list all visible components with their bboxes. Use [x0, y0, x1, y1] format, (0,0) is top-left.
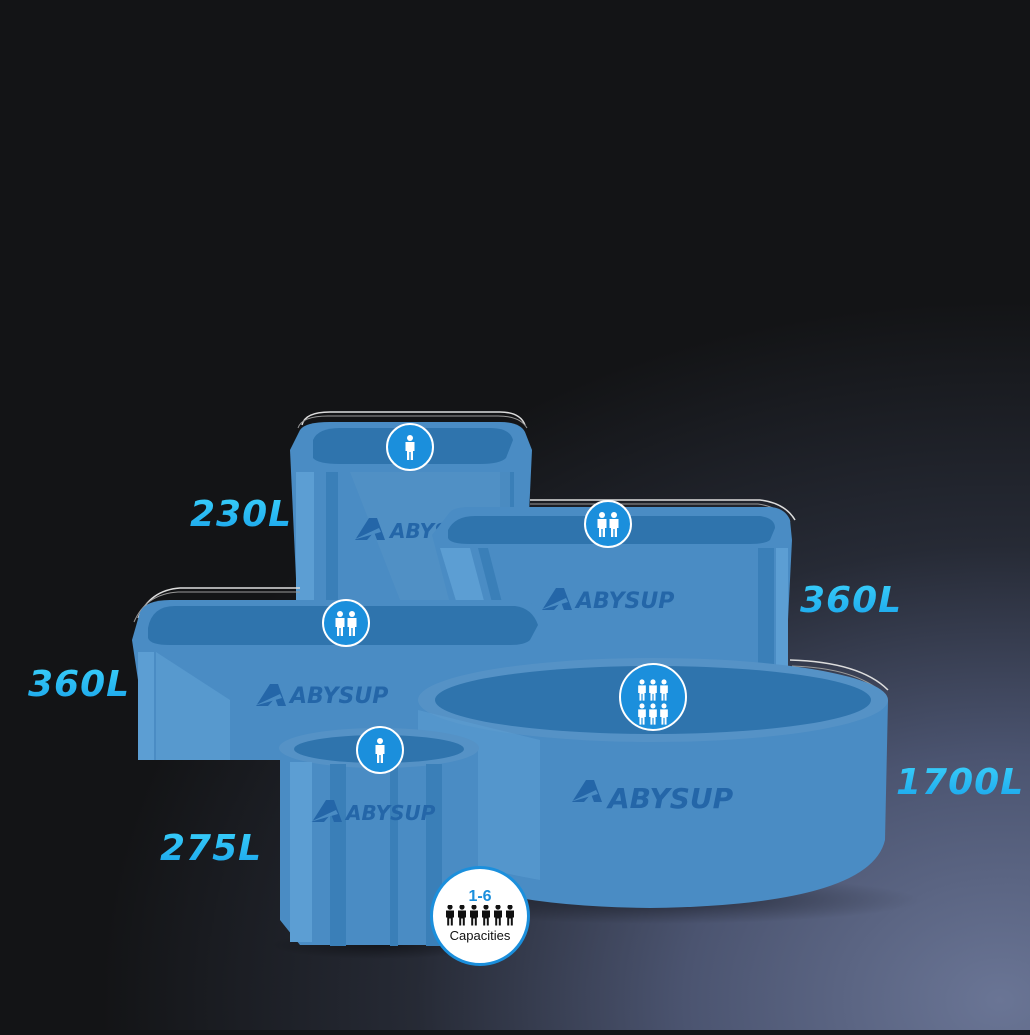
six-people-row-icon [446, 905, 514, 926]
one-person-icon [386, 423, 434, 471]
brand-logo-text: ABYSUP [574, 589, 674, 614]
volume-label-230: 230L [190, 494, 293, 535]
capacities-label: Capacities [449, 928, 511, 943]
volume-label-275: 275L [160, 828, 263, 869]
volume-label-1700: 1700L [896, 762, 1025, 803]
one-person-icon [356, 726, 404, 774]
tub-round-large: ABYSUP [418, 658, 889, 908]
tub-barrel: ABYSUP [279, 728, 479, 946]
capacities-badge: 1-6 Capacities [430, 866, 530, 966]
volume-label-360-left: 360L [28, 664, 131, 705]
brand-logo-text: ABYSUP [606, 782, 734, 815]
capacity-range: 1-6 [468, 888, 492, 905]
volume-label-360-right: 360L [800, 580, 903, 621]
brand-logo-text: ABYSUP [288, 684, 388, 709]
brand-logo-text: ABYSUP [344, 801, 436, 825]
two-persons-icon [584, 500, 632, 548]
six-persons-icon [619, 663, 687, 731]
two-persons-icon [322, 599, 370, 647]
